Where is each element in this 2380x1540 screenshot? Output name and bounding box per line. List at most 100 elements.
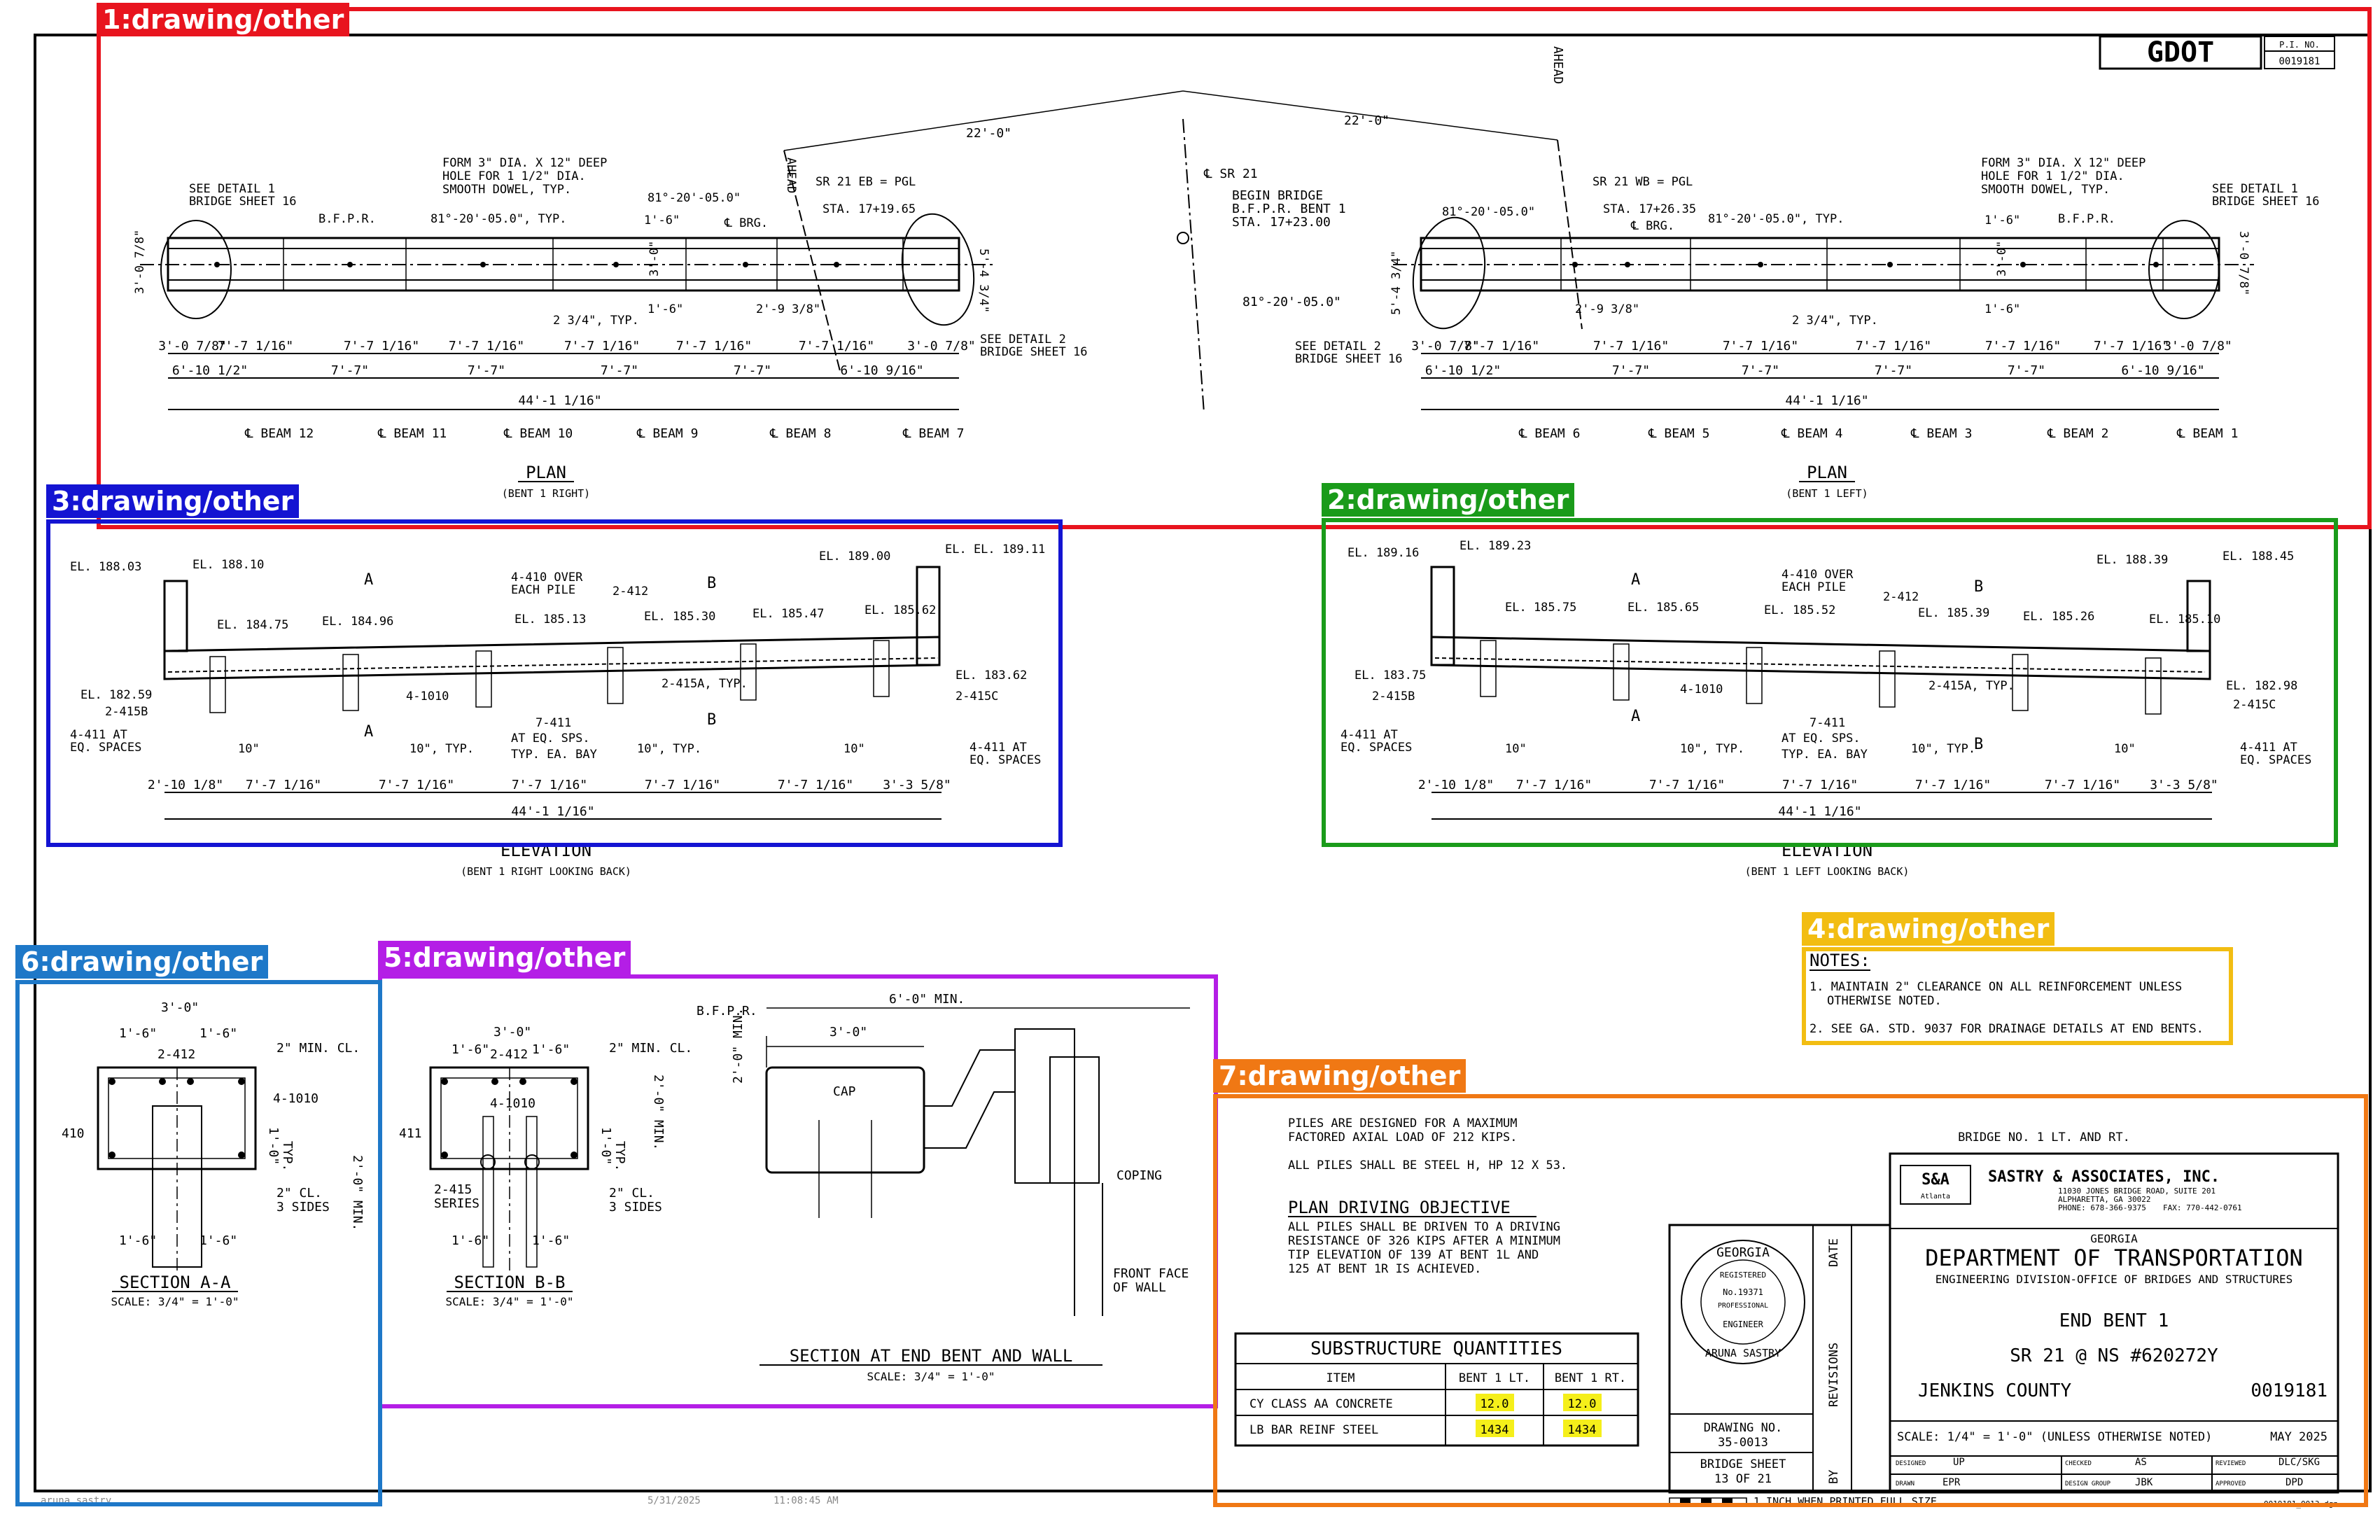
svg-text:3'-0 7/8": 3'-0 7/8" bbox=[158, 339, 227, 354]
svg-text:0019181: 0019181 bbox=[2250, 1380, 2328, 1401]
svg-text:81°-20'-05.0": 81°-20'-05.0" bbox=[1442, 205, 1535, 219]
svg-text:EL. 185.62: EL. 185.62 bbox=[864, 603, 936, 617]
svg-text:No.19371: No.19371 bbox=[1723, 1287, 1763, 1297]
svg-text:SR 21 EB = PGL: SR 21 EB = PGL bbox=[816, 175, 916, 189]
svg-text:4-411 AT: 4-411 AT bbox=[969, 741, 1027, 755]
svg-text:EL. 185.47: EL. 185.47 bbox=[752, 607, 824, 621]
svg-text:℄ SR 21: ℄ SR 21 bbox=[1203, 167, 1258, 181]
svg-text:2. SEE GA. STD. 9037 FOR DRAIN: 2. SEE GA. STD. 9037 FOR DRAINAGE DETAIL… bbox=[1809, 1022, 2204, 1036]
svg-text:7-411: 7-411 bbox=[1809, 716, 1845, 730]
svg-text:7'-7 1/16": 7'-7 1/16" bbox=[1516, 778, 1592, 792]
section-b-b-title: SECTION B-B bbox=[454, 1273, 566, 1292]
svg-text:SR 21 WB = PGL: SR 21 WB = PGL bbox=[1592, 175, 1693, 189]
svg-text:7'-7": 7'-7" bbox=[734, 363, 771, 378]
svg-text:81°-20'-05.0": 81°-20'-05.0" bbox=[1242, 295, 1341, 309]
svg-text:TIP ELEVATION OF 139 AT BENT 1: TIP ELEVATION OF 139 AT BENT 1L AND bbox=[1288, 1248, 1539, 1262]
table-row: CY CLASS AA CONCRETE bbox=[1250, 1397, 1393, 1411]
svg-text:DLC/SKG: DLC/SKG bbox=[2278, 1457, 2320, 1468]
svg-text:BY: BY bbox=[1827, 1470, 1841, 1484]
svg-text:4-411 AT: 4-411 AT bbox=[1340, 728, 1398, 742]
svg-text:7'-7": 7'-7" bbox=[468, 363, 505, 378]
plan-centerline: 22'-0" 22'-0" ℄ SR 21 BEGIN BRIDGE B.F.P… bbox=[783, 46, 1583, 414]
svg-text:EL. 185.13: EL. 185.13 bbox=[514, 612, 586, 626]
svg-text:44'-1 1/16": 44'-1 1/16" bbox=[518, 393, 601, 408]
svg-text:5'-4 3/4": 5'-4 3/4" bbox=[1390, 251, 1404, 315]
svg-text:6'-10 9/16": 6'-10 9/16" bbox=[840, 363, 923, 378]
svg-text:EL. 184.75: EL. 184.75 bbox=[217, 618, 288, 632]
svg-text:℄ BEAM 4: ℄ BEAM 4 bbox=[1781, 426, 1842, 441]
svg-text:EL. 182.59: EL. 182.59 bbox=[80, 688, 152, 702]
svg-text:1'-0": 1'-0" bbox=[266, 1127, 281, 1165]
svg-text:DPD: DPD bbox=[2286, 1477, 2303, 1488]
svg-text:AHEAD: AHEAD bbox=[1550, 46, 1565, 84]
svg-text:4-1010: 4-1010 bbox=[490, 1096, 536, 1111]
svg-text:(BENT 1 RIGHT LOOKING BACK): (BENT 1 RIGHT LOOKING BACK) bbox=[461, 865, 631, 878]
annotation-label-6: 6:drawing/other bbox=[15, 945, 269, 979]
svg-text:12.0: 12.0 bbox=[1568, 1397, 1597, 1411]
svg-text:APPROVED: APPROVED bbox=[2216, 1480, 2246, 1488]
svg-text:410: 410 bbox=[62, 1126, 85, 1141]
svg-text:10": 10" bbox=[238, 742, 260, 756]
svg-text:7-411: 7-411 bbox=[536, 716, 571, 730]
highlight-rt-1 bbox=[1563, 1394, 1602, 1411]
svg-text:PROFESSIONAL: PROFESSIONAL bbox=[1718, 1302, 1768, 1310]
svg-text:7'-7 1/16": 7'-7 1/16" bbox=[1985, 339, 2061, 354]
gdot-logo: GDOT bbox=[2147, 36, 2214, 69]
svg-text:7'-7 1/16": 7'-7 1/16" bbox=[512, 778, 587, 792]
svg-text:HOLE FOR 1 1/2" DIA.: HOLE FOR 1 1/2" DIA. bbox=[1981, 169, 2124, 183]
svg-text:EACH PILE: EACH PILE bbox=[1782, 580, 1846, 594]
svg-text:℄ BEAM 10: ℄ BEAM 10 bbox=[503, 426, 573, 441]
svg-text:2'-0" MIN.: 2'-0" MIN. bbox=[651, 1074, 666, 1150]
svg-text:SCALE: 1/4" = 1'-0" (UNLESS OT: SCALE: 1/4" = 1'-0" (UNLESS OTHERWISE NO… bbox=[1897, 1430, 2212, 1444]
svg-text:2" MIN. CL.: 2" MIN. CL. bbox=[609, 1041, 692, 1056]
svg-text:EQ. SPACES: EQ. SPACES bbox=[70, 741, 141, 755]
elevation-bent-1-left: EL. 189.16 EL. 189.23 EL. 188.39 EL. 188… bbox=[1340, 539, 2311, 878]
plan-bent-1-left: 81°-20'-05.0" SR 21 WB = PGL STA. 17+26.… bbox=[1295, 156, 2320, 500]
svg-text:TYP. EA. BAY: TYP. EA. BAY bbox=[1782, 748, 1868, 762]
svg-text:BENT 1 LT.: BENT 1 LT. bbox=[1459, 1371, 1530, 1385]
svg-text:FACTORED AXIAL LOAD OF 212 KIP: FACTORED AXIAL LOAD OF 212 KIPS. bbox=[1288, 1130, 1518, 1144]
engineer-seal: GEORGIA REGISTERED No.19371 PROFESSIONAL… bbox=[1681, 1240, 1805, 1364]
svg-text:UP: UP bbox=[1953, 1457, 1965, 1468]
svg-text:EQ. SPACES: EQ. SPACES bbox=[2240, 753, 2311, 767]
svg-text:EL. 189.16: EL. 189.16 bbox=[1348, 546, 1419, 560]
svg-text:EL. 188.45: EL. 188.45 bbox=[2222, 550, 2294, 564]
elevation-left-title: ELEVATION bbox=[1782, 841, 1872, 860]
substructure-quantities-table: SUBSTRUCTURE QUANTITIES ITEM BENT 1 LT. … bbox=[1234, 1332, 1639, 1447]
svg-text:BRIDGE NO. 1 LT. AND RT.: BRIDGE NO. 1 LT. AND RT. bbox=[1958, 1130, 2130, 1144]
svg-text:GEORGIA: GEORGIA bbox=[1716, 1245, 1770, 1260]
svg-text:2-412: 2-412 bbox=[158, 1047, 195, 1062]
svg-text:DESIGN GROUP: DESIGN GROUP bbox=[2065, 1480, 2111, 1488]
section-end-bent-wall: B.F.P.R. 6'-0" MIN. 3'-0" CAP 2'-0" MIN.… bbox=[696, 992, 1190, 1383]
svg-text:7'-7 1/16": 7'-7 1/16" bbox=[1464, 339, 1539, 354]
svg-text:FAX: 770-442-0761: FAX: 770-442-0761 bbox=[2163, 1203, 2242, 1212]
annotation-label-5: 5:drawing/other bbox=[378, 941, 631, 974]
svg-text:7'-7 1/16": 7'-7 1/16" bbox=[246, 778, 321, 792]
annotation-label-2: 2:drawing/other bbox=[1322, 483, 1575, 517]
svg-text:ALL PILES SHALL BE STEEL H, HP: ALL PILES SHALL BE STEEL H, HP 12 X 53. bbox=[1288, 1158, 1567, 1172]
svg-text:BRIDGE SHEET 16: BRIDGE SHEET 16 bbox=[1295, 352, 1403, 366]
svg-text:7'-7": 7'-7" bbox=[1612, 363, 1650, 378]
svg-text:EL. 183.62: EL. 183.62 bbox=[955, 668, 1027, 682]
svg-text:CHECKED: CHECKED bbox=[2065, 1460, 2092, 1467]
svg-text:SMOOTH DOWEL, TYP.: SMOOTH DOWEL, TYP. bbox=[442, 183, 571, 197]
svg-text:OTHERWISE NOTED.: OTHERWISE NOTED. bbox=[1827, 994, 1942, 1008]
svg-text:STA. 17+23.00: STA. 17+23.00 bbox=[1232, 215, 1331, 230]
svg-text:1'-6": 1'-6" bbox=[451, 1233, 489, 1248]
plan-bent-1-right: SEE DETAIL 1 BRIDGE SHEET 16 B.F.P.R. FO… bbox=[133, 156, 1088, 500]
svg-text:FORM 3" DIA. X 12" DEEP: FORM 3" DIA. X 12" DEEP bbox=[1981, 156, 2146, 170]
svg-text:3 SIDES: 3 SIDES bbox=[276, 1200, 330, 1214]
svg-text:44'-1 1/16": 44'-1 1/16" bbox=[1785, 393, 1868, 408]
svg-text:B.F.P.R.: B.F.P.R. bbox=[318, 212, 376, 226]
section-a-a: 3'-0" 1'-6" 1'-6" 2-412 2" MIN. CL. 4-10… bbox=[62, 1000, 365, 1308]
svg-text:1 INCH WHEN PRINTED FULL SIZE: 1 INCH WHEN PRINTED FULL SIZE bbox=[1754, 1495, 1937, 1508]
svg-text:ENGINEER: ENGINEER bbox=[1723, 1320, 1764, 1329]
svg-text:5'-4 3/4": 5'-4 3/4" bbox=[976, 248, 990, 313]
svg-text:SCALE: 3/4" = 1'-0": SCALE: 3/4" = 1'-0" bbox=[445, 1295, 573, 1308]
svg-text:1'-0": 1'-0" bbox=[598, 1127, 613, 1165]
svg-text:CAP: CAP bbox=[833, 1084, 856, 1099]
notes-title: NOTES: bbox=[1809, 951, 1870, 970]
annotation-label-7: 7:drawing/other bbox=[1213, 1059, 1466, 1093]
svg-text:EL. 182.98: EL. 182.98 bbox=[2226, 679, 2297, 693]
